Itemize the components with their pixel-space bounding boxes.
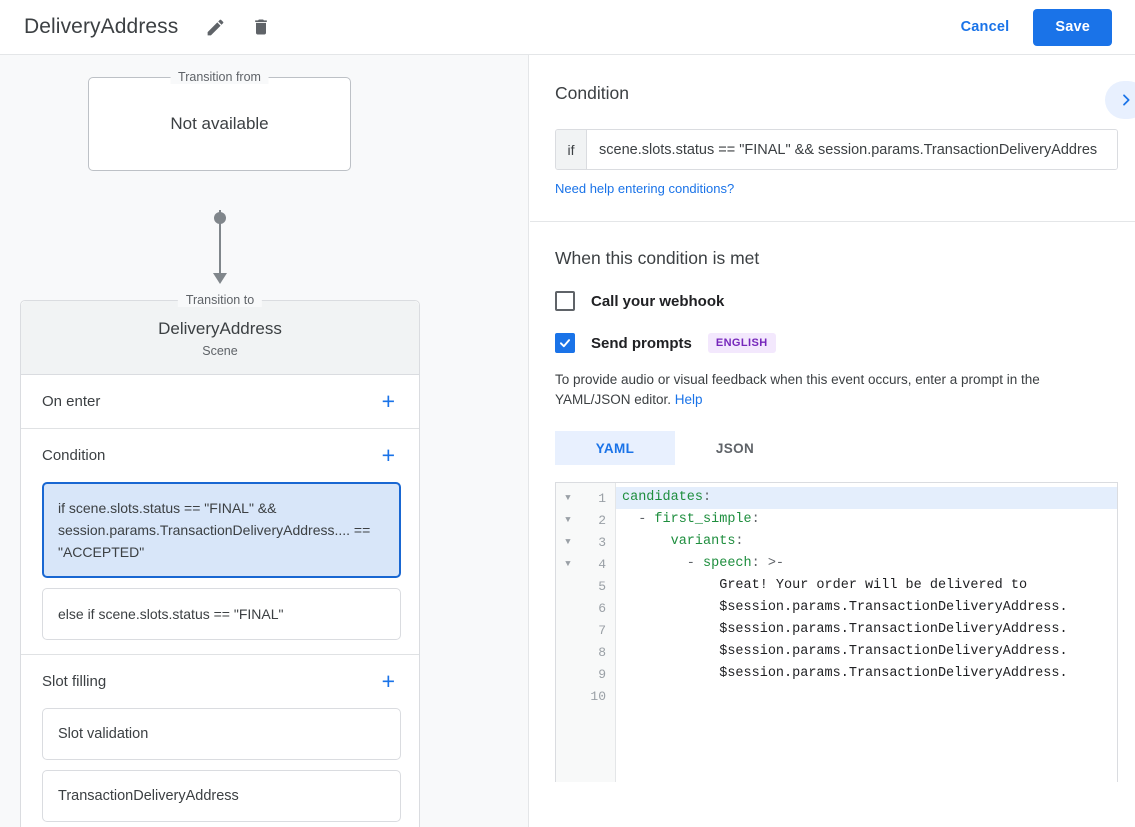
condition-heading: Condition — [555, 83, 629, 103]
editor-gutter-row: ▼4 — [556, 553, 615, 575]
scene-graph-panel: Transition from Not available Transition… — [0, 55, 529, 827]
send-prompts-label: Send prompts — [591, 334, 692, 352]
editor-code-line[interactable]: $session.params.TransactionDeliveryAddre… — [622, 666, 1068, 681]
prompts-description: To provide audio or visual feedback when… — [555, 370, 1118, 410]
line-number: 3 — [598, 534, 606, 550]
call-your-webhook-row[interactable]: Call your webhook — [555, 291, 1135, 311]
scene-type: Scene — [202, 344, 238, 358]
slot-list-item[interactable]: TransactionDeliveryAddress — [42, 770, 401, 822]
line-number: 5 — [598, 578, 606, 594]
line-number: 8 — [598, 644, 606, 660]
editor-gutter-row: ▼10 — [556, 685, 615, 707]
condition-list: if scene.slots.status == "FINAL" && sess… — [21, 482, 419, 654]
graph-connector-dot — [214, 212, 226, 224]
line-number: 6 — [598, 600, 606, 616]
editor-format-tabs: YAML JSON — [555, 431, 1135, 465]
condition-if-prefix: if — [556, 130, 587, 169]
condition-section: Condition if Need help entering conditio… — [530, 55, 1135, 222]
editor-code-line[interactable]: - speech: >- — [622, 556, 785, 571]
line-number: 4 — [598, 556, 606, 572]
condition-input-row: if — [555, 129, 1118, 170]
add-condition-button[interactable]: + — [381, 442, 395, 468]
fold-arrow-icon[interactable]: ▼ — [565, 515, 571, 525]
editor-code-area[interactable]: candidates: - first_simple: variants: - … — [616, 483, 1117, 782]
chevron-right-icon[interactable] — [1105, 81, 1135, 119]
top-app-bar: DeliveryAddress Cancel Save — [0, 0, 1135, 55]
editor-code-line[interactable]: $session.params.TransactionDeliveryAddre… — [622, 644, 1068, 659]
editor-gutter-row: ▼2 — [556, 509, 615, 531]
cancel-button[interactable]: Cancel — [947, 11, 1024, 43]
add-slot-filling-button[interactable]: + — [381, 668, 395, 694]
line-number: 7 — [598, 622, 606, 638]
editor-code-line[interactable]: variants: — [670, 534, 744, 549]
transition-to-card: Transition to DeliveryAddress Scene On e… — [20, 293, 420, 827]
transition-from-card: Transition from Not available — [88, 70, 351, 171]
slot-list-item[interactable]: Slot validation — [42, 708, 401, 760]
slot-filling-list: Slot validation TransactionDeliveryAddre… — [21, 708, 419, 827]
editor-gutter-row: ▼3 — [556, 531, 615, 553]
section-header-condition[interactable]: Condition + — [21, 429, 419, 482]
tab-json[interactable]: JSON — [715, 440, 755, 456]
when-condition-met-section: When this condition is met Call your web… — [530, 222, 1135, 782]
graph-connector-line — [219, 210, 221, 280]
prompts-description-text: To provide audio or visual feedback when… — [555, 372, 1040, 407]
scene-section-slot-filling: Slot filling + Slot validation Transacti… — [21, 655, 419, 827]
editor-code-line[interactable] — [616, 685, 1117, 707]
transition-from-legend: Transition from — [170, 70, 269, 84]
section-title-condition: Condition — [42, 447, 106, 464]
trash-icon[interactable] — [246, 12, 276, 42]
condition-detail-panel: Condition if Need help entering conditio… — [530, 55, 1135, 827]
editor-gutter-row: ▼6 — [556, 597, 615, 619]
tab-yaml[interactable]: YAML — [555, 431, 675, 465]
condition-list-item[interactable]: else if scene.slots.status == "FINAL" — [42, 588, 401, 640]
line-number: 9 — [598, 666, 606, 682]
condition-list-item[interactable]: if scene.slots.status == "FINAL" && sess… — [42, 482, 401, 578]
editor-code-line[interactable]: $session.params.TransactionDeliveryAddre… — [622, 622, 1068, 637]
fold-arrow-icon[interactable]: ▼ — [565, 537, 571, 547]
call-your-webhook-label: Call your webhook — [591, 292, 725, 310]
help-link[interactable]: Help — [674, 392, 703, 407]
graph-connector-arrow — [213, 273, 227, 284]
editor-gutter-row: ▼1 — [556, 487, 615, 509]
section-header-on-enter[interactable]: On enter + — [21, 375, 419, 428]
condition-input[interactable] — [587, 130, 1117, 169]
editor-gutter-row: ▼5 — [556, 575, 615, 597]
section-title-on-enter: On enter — [42, 393, 101, 410]
scene-name: DeliveryAddress — [158, 319, 282, 338]
editor-code-line[interactable]: - first_simple: — [622, 512, 760, 527]
transition-to-legend: Transition to — [177, 293, 263, 307]
line-number: 2 — [598, 512, 606, 528]
editor-gutter-row: ▼7 — [556, 619, 615, 641]
line-number: 1 — [598, 490, 606, 506]
transition-from-value: Not available — [170, 114, 269, 133]
editor-code-line[interactable]: Great! Your order will be delivered to — [622, 578, 1028, 593]
section-title-slot-filling: Slot filling — [42, 673, 107, 690]
yaml-code-editor[interactable]: ▼1▼2▼3▼4▼5▼6▼7▼8▼9▼10 candidates: - firs… — [555, 482, 1118, 782]
section-header-slot-filling[interactable]: Slot filling + — [21, 655, 419, 708]
send-prompts-checkbox[interactable] — [555, 333, 575, 353]
editor-gutter-row: ▼8 — [556, 641, 615, 663]
when-condition-met-heading: When this condition is met — [555, 248, 760, 268]
editor-gutter: ▼1▼2▼3▼4▼5▼6▼7▼8▼9▼10 — [556, 483, 616, 782]
save-button[interactable]: Save — [1033, 8, 1112, 46]
fold-arrow-icon[interactable]: ▼ — [565, 559, 571, 569]
fold-arrow-icon[interactable]: ▼ — [565, 493, 571, 503]
add-on-enter-button[interactable]: + — [381, 388, 395, 414]
call-your-webhook-checkbox[interactable] — [555, 291, 575, 311]
scene-header: Transition to DeliveryAddress Scene — [21, 293, 419, 375]
page-title: DeliveryAddress — [24, 15, 179, 38]
scene-section-condition: Condition + if scene.slots.status == "FI… — [21, 429, 419, 655]
editor-code-line[interactable]: $session.params.TransactionDeliveryAddre… — [622, 600, 1068, 615]
editor-code-line[interactable]: candidates: — [616, 487, 1117, 509]
send-prompts-row[interactable]: Send prompts ENGLISH — [555, 333, 1135, 353]
pencil-icon[interactable] — [200, 12, 230, 42]
line-number: 10 — [590, 688, 606, 704]
need-help-entering-conditions-link[interactable]: Need help entering conditions? — [555, 181, 735, 196]
scene-section-on-enter: On enter + — [21, 375, 419, 429]
editor-gutter-row: ▼9 — [556, 663, 615, 685]
language-badge: ENGLISH — [707, 333, 776, 353]
